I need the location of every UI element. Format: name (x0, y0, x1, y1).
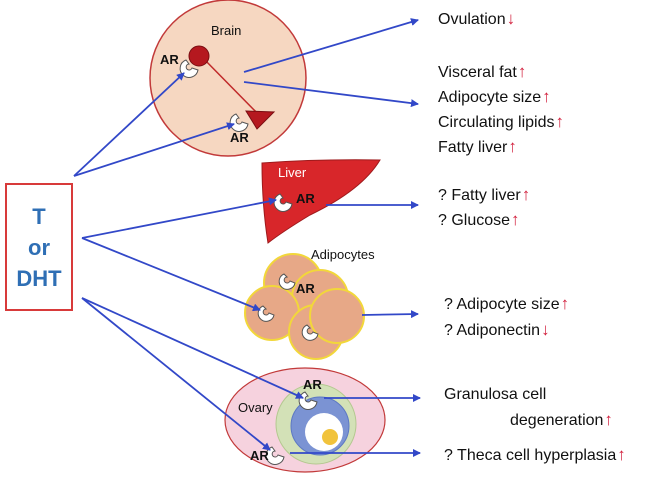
hormone-to-liver-arrow (81, 197, 277, 239)
ar-receptor-icon (265, 446, 285, 465)
hormone-box: T or DHT (5, 183, 73, 311)
ar-receptor-icon (257, 305, 275, 322)
effect-ovulation: Ovulation↓ (438, 9, 516, 28)
brain-to-metabolic-arrow (243, 81, 419, 108)
hormone-label-dht: DHT (16, 265, 62, 291)
effect-adipocyte-size: Adipocyte size↑ (438, 87, 551, 106)
effect-glucose: ? Glucose↑ (438, 210, 520, 229)
hormone-label-or: or (28, 234, 50, 260)
ovary-label: Ovary (238, 400, 273, 415)
brain-internal-connector (199, 54, 263, 119)
hormone-to-brain-ar1-arrow (73, 72, 185, 177)
adipocyte-cluster (244, 253, 365, 360)
ar-receptor-icon (301, 324, 319, 341)
arrow-up-icon: ↑ (517, 62, 527, 81)
ar-label: AR (296, 281, 315, 296)
arrow-up-icon: ↑ (555, 112, 565, 131)
effect-circulating-lipids: Circulating lipids↑ (438, 112, 565, 131)
effect-visceral-fat: Visceral fat↑ (438, 62, 527, 81)
ar-label: AR (250, 448, 269, 463)
arrow-up-icon: ↑ (604, 410, 613, 429)
brain-label: Brain (211, 23, 242, 38)
arrow-up-icon: ↑ (508, 137, 517, 156)
arrow-up-icon: ↑ (617, 445, 626, 464)
arrow-down-icon: ↓ (541, 320, 550, 339)
effect-adipocyte-size-q: ? Adipocyte size↑ (444, 294, 570, 313)
brain-to-ovulation-arrow (243, 18, 419, 73)
ar-label: AR (230, 130, 249, 145)
effect-adiponectin: ? Adiponectin↓ (444, 320, 550, 339)
arrow-up-icon: ↑ (521, 185, 531, 204)
arrow-up-icon: ↑ (542, 87, 551, 106)
oocyte (322, 429, 338, 445)
effect-fatty-liver: Fatty liver↑ (438, 137, 517, 156)
liver-label: Liver (278, 165, 307, 180)
effect-liver-fatty-liver: ? Fatty liver↑ (438, 185, 531, 204)
hormone-label-t: T (32, 203, 46, 229)
hormone-to-adipocytes-arrow (81, 237, 261, 312)
ar-label: AR (303, 377, 322, 392)
effect-degeneration: degeneration↑ (510, 410, 613, 429)
ar-receptor-icon (278, 273, 296, 290)
arrow-down-icon: ↓ (506, 9, 516, 28)
hormone-to-ovary-theca-arrow (81, 297, 271, 451)
hormone-to-brain-ar2-arrow (73, 122, 235, 177)
adipocytes-to-effects-arrow (361, 310, 419, 319)
brain-neuron-round (188, 45, 210, 67)
effect-theca-cell-hyperplasia: ? Theca cell hyperplasia↑ (444, 445, 626, 464)
adipocytes-label: Adipocytes (311, 247, 375, 262)
arrow-up-icon: ↑ (560, 294, 570, 313)
ar-label: AR (160, 52, 179, 67)
hormone-to-ovary-granulosa-arrow (81, 297, 304, 399)
ar-label: AR (296, 191, 315, 206)
brain-neuron-triangle (245, 110, 276, 130)
liver-shape (261, 159, 381, 244)
arrow-up-icon: ↑ (511, 210, 520, 229)
effect-granulosa-cell: Granulosa cell (444, 386, 547, 403)
